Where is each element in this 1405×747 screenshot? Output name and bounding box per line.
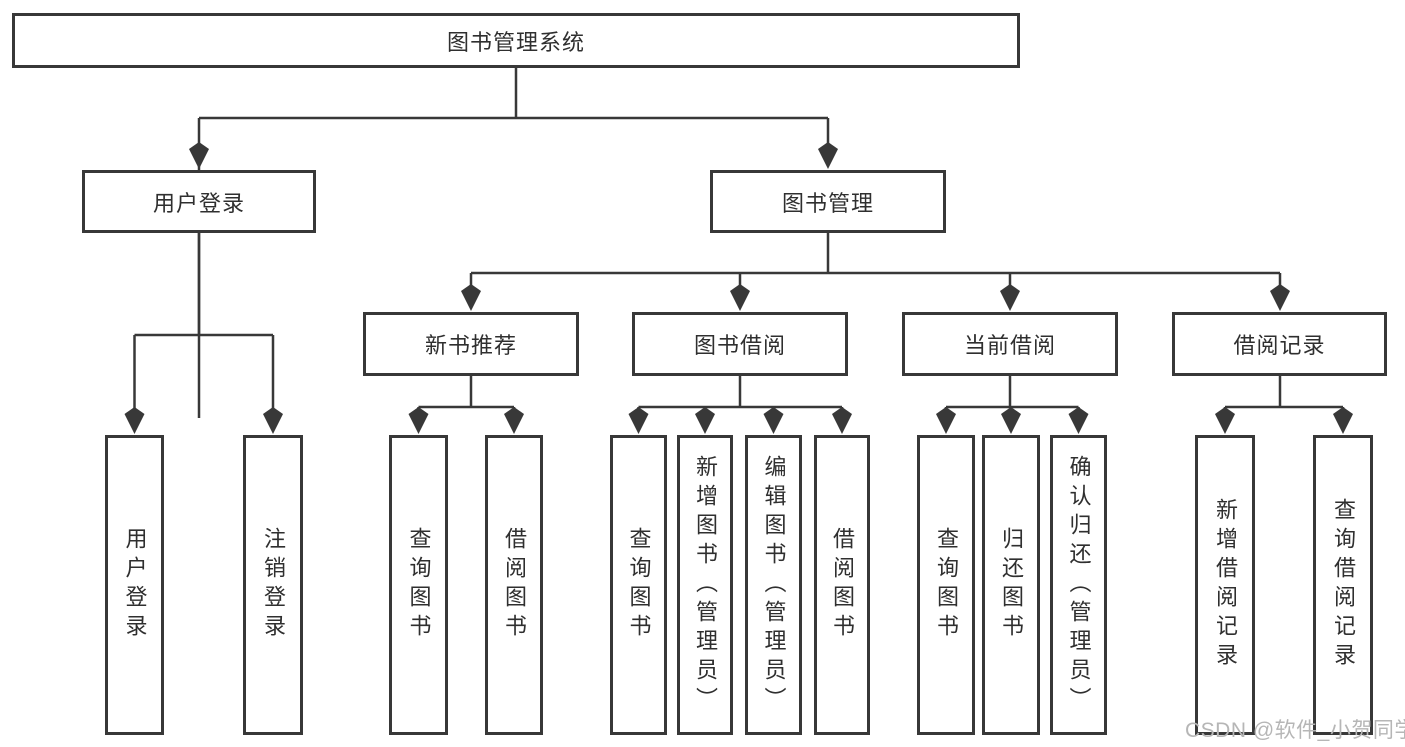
connector-root-to-level1 <box>197 68 830 418</box>
node-leaf-logout-label: 注销登录 <box>261 527 286 643</box>
node-leaf-query-book-1-label: 查询图书 <box>406 527 432 643</box>
arrowhead-icon <box>763 407 784 434</box>
arrowhead-icon <box>1333 407 1353 434</box>
node-leaf-query-book-3: 查询图书 <box>917 435 975 735</box>
node-leaf-add-book-label: 新增图书（管理员） <box>693 454 718 716</box>
node-leaf-query-book-2: 查询图书 <box>610 435 667 735</box>
node-book-borrow-label: 图书借阅 <box>693 333 786 358</box>
arrowhead-icon <box>263 407 283 434</box>
node-new-book-rec-label: 新书推荐 <box>424 333 517 358</box>
node-leaf-add-book: 新增图书（管理员） <box>677 435 733 735</box>
arrowhead-icon <box>504 407 524 434</box>
node-current-borrow-label: 当前借阅 <box>963 333 1056 358</box>
node-borrow-records: 借阅记录 <box>1172 312 1387 376</box>
node-current-borrow: 当前借阅 <box>902 312 1118 376</box>
arrowhead-icon <box>1215 407 1235 434</box>
node-leaf-query-book-3-label: 查询图书 <box>934 527 959 643</box>
node-user-login: 用户登录 <box>82 170 316 233</box>
node-book-borrow: 图书借阅 <box>632 312 848 376</box>
arrowhead-icon <box>936 407 956 434</box>
node-leaf-borrow-book-2: 借阅图书 <box>814 435 870 735</box>
node-leaf-return-book: 归还图书 <box>982 435 1040 735</box>
connector-borrow-records-to-leaves <box>1223 376 1345 420</box>
node-leaf-borrow-book-1: 借阅图书 <box>485 435 543 735</box>
arrowhead-icon <box>461 284 481 311</box>
node-leaf-query-book-1: 查询图书 <box>389 435 448 735</box>
node-leaf-edit-book-label: 编辑图书（管理员） <box>761 454 787 716</box>
node-leaf-user-login-label: 用户登录 <box>122 527 148 643</box>
connector-new-book-rec-to-leaves <box>417 376 516 420</box>
node-leaf-query-book-2-label: 查询图书 <box>626 527 652 643</box>
connector-book-mgmt-to-level2 <box>469 233 1282 294</box>
node-leaf-borrow-book-1-label: 借阅图书 <box>502 527 527 643</box>
node-leaf-confirm-return: 确认归还（管理员） <box>1050 435 1107 735</box>
node-leaf-return-book-label: 归还图书 <box>999 527 1024 643</box>
arrowhead-icon <box>695 407 715 434</box>
node-leaf-borrow-book-2-label: 借阅图书 <box>830 527 855 643</box>
arrowhead-icon <box>1000 284 1020 311</box>
node-leaf-confirm-return-label: 确认归还（管理员） <box>1066 454 1092 716</box>
node-borrow-records-label: 借阅记录 <box>1233 333 1326 358</box>
node-book-mgmt-label: 图书管理 <box>781 190 874 216</box>
arrowhead-icon <box>124 407 145 434</box>
node-user-login-label: 用户登录 <box>152 190 245 216</box>
node-leaf-logout: 注销登录 <box>243 435 303 735</box>
arrowhead-icon <box>628 407 649 434</box>
arrowhead-icon <box>1001 407 1021 434</box>
connector-user-login-to-leaves <box>133 233 275 420</box>
arrowhead-icon <box>818 142 838 169</box>
arrowhead-icon <box>1270 284 1290 311</box>
node-root-label: 图书管理系统 <box>446 29 585 55</box>
arrowhead-icon <box>730 284 750 311</box>
arrowhead-icon <box>408 407 429 434</box>
arrowheads <box>124 142 1353 434</box>
node-book-mgmt: 图书管理 <box>710 170 946 233</box>
node-leaf-add-record: 新增借阅记录 <box>1195 435 1255 735</box>
node-new-book-rec: 新书推荐 <box>363 312 579 376</box>
node-leaf-user-login: 用户登录 <box>105 435 164 735</box>
csdn-watermark: CSDN @软件_小贺同学 <box>1185 719 1405 742</box>
connector-book-borrow-to-leaves <box>637 376 844 420</box>
arrowhead-icon <box>1068 407 1089 434</box>
node-leaf-add-record-label: 新增借阅记录 <box>1213 498 1238 672</box>
node-root: 图书管理系统 <box>12 13 1020 68</box>
node-leaf-edit-book: 编辑图书（管理员） <box>745 435 802 735</box>
arrowhead-icon <box>832 407 852 434</box>
node-leaf-query-record-label: 查询借阅记录 <box>1331 498 1356 672</box>
arrowhead-icon <box>189 142 209 169</box>
node-leaf-query-record: 查询借阅记录 <box>1313 435 1373 735</box>
